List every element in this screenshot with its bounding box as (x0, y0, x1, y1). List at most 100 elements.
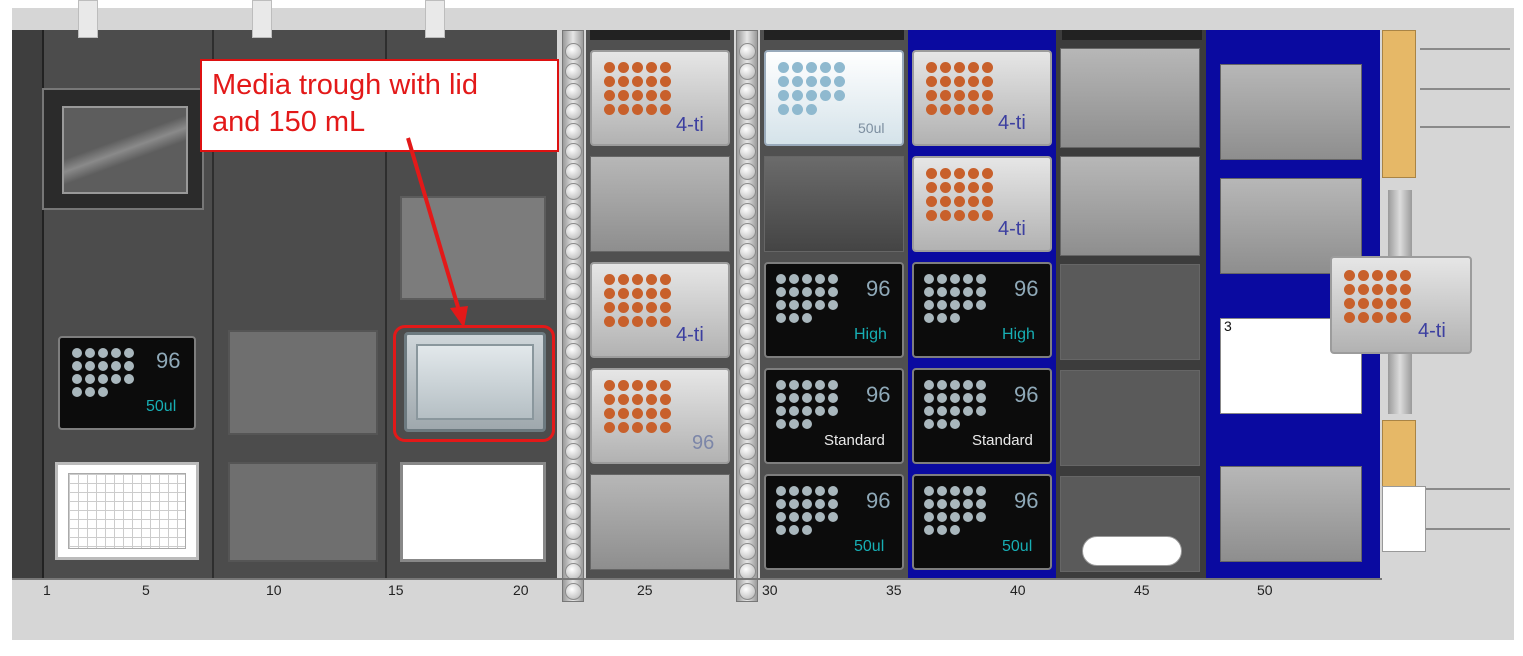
empty-position[interactable] (1220, 64, 1362, 160)
empty-position[interactable] (400, 196, 546, 300)
tube-position (739, 403, 756, 420)
tip-rack-96-standard[interactable]: 96 Standard (764, 368, 904, 464)
tip-rack-96-50ul[interactable]: 96 50ul (58, 336, 196, 430)
tube-position (739, 183, 756, 200)
well-dot (924, 393, 934, 403)
well-dot (789, 406, 799, 416)
well-dot (924, 300, 934, 310)
tube-position (739, 543, 756, 560)
well-dot (926, 90, 937, 101)
tube-position (739, 583, 756, 600)
well-dot (632, 394, 643, 405)
white-plate[interactable] (400, 462, 546, 562)
well-dot (937, 393, 947, 403)
well-grid (776, 486, 838, 535)
well-dot (834, 62, 845, 73)
empty-position[interactable] (1220, 466, 1362, 562)
well-dot (950, 486, 960, 496)
well-dot (792, 104, 803, 115)
plate-label: 4-ti (998, 218, 1026, 240)
well-dot (982, 90, 993, 101)
tube-position (739, 443, 756, 460)
well-dot (806, 76, 817, 87)
well-grid (778, 62, 845, 115)
ruler-label: 45 (1134, 582, 1150, 598)
tube-position (565, 483, 582, 500)
trough-4ti[interactable]: 4-ti (590, 50, 730, 146)
well-dot (1358, 284, 1369, 295)
empty-position[interactable] (590, 156, 730, 252)
well-dot (802, 486, 812, 496)
annotation-arrow (406, 137, 468, 328)
well-dot (604, 288, 615, 299)
ruler-label: 30 (762, 582, 778, 598)
tube-position (565, 363, 582, 380)
tip-rack-96-50ul[interactable]: 96 50ul (764, 474, 904, 570)
well-dot (1344, 284, 1355, 295)
gripped-plate-4ti[interactable]: 4-ti (1330, 256, 1472, 354)
tube-position (565, 523, 582, 540)
tip-rack-96-high[interactable]: 96 High (912, 262, 1052, 358)
well-dot (604, 76, 615, 87)
well-dot (963, 499, 973, 509)
ruler-label: 5 (142, 582, 150, 598)
tip-rack-96-50ul[interactable]: 96 50ul (912, 474, 1052, 570)
well-dot (963, 393, 973, 403)
well-dot (604, 380, 615, 391)
tube-position (565, 403, 582, 420)
tile-number: 96 (1014, 382, 1039, 407)
well-dot (924, 287, 934, 297)
trough-96[interactable]: 96 (590, 368, 730, 464)
well-dot (789, 499, 799, 509)
well-dot (937, 512, 947, 522)
well-dot (940, 182, 951, 193)
well-dot (618, 380, 629, 391)
empty-position[interactable] (228, 462, 378, 562)
well-dot (646, 90, 657, 101)
tip-rack-96-standard[interactable]: 96 Standard (912, 368, 1052, 464)
well-dot (1358, 312, 1369, 323)
well-dot (1386, 284, 1397, 295)
well-grid (1344, 270, 1411, 323)
well-dot (660, 62, 671, 73)
annotation-line-2: and 150 mL (212, 106, 366, 138)
well-dot (1344, 312, 1355, 323)
well-dot (963, 406, 973, 416)
plate-4ti[interactable]: 4-ti (912, 156, 1052, 252)
ruler-label: 10 (266, 582, 282, 598)
tube-position (565, 383, 582, 400)
well-dot (815, 406, 825, 416)
tip-rack-50ul[interactable]: 50ul (764, 50, 904, 146)
well-dot (968, 104, 979, 115)
ruler-label: 40 (1010, 582, 1026, 598)
well-dot (1400, 312, 1411, 323)
plate-4ti[interactable]: 4-ti (912, 50, 1052, 146)
well-dot (604, 62, 615, 73)
well-dot (806, 104, 817, 115)
tube-position (739, 163, 756, 180)
well-dot (954, 90, 965, 101)
well-dot (924, 274, 934, 284)
empty-position[interactable] (1060, 48, 1200, 148)
well-dot (660, 422, 671, 433)
tile-type: High (1002, 326, 1035, 343)
empty-position[interactable] (590, 474, 730, 570)
well-dot (776, 313, 786, 323)
well-dot (815, 300, 825, 310)
well-dot (1372, 298, 1383, 309)
tube-position (565, 263, 582, 280)
trough-4ti[interactable]: 4-ti (590, 262, 730, 358)
empty-position[interactable] (228, 330, 378, 435)
empty-position[interactable] (1060, 370, 1200, 466)
tube-position (739, 223, 756, 240)
well-dot (618, 316, 629, 327)
well-dot (660, 302, 671, 313)
well-dot (976, 274, 986, 284)
tip-rack-96-high[interactable]: 96 High (764, 262, 904, 358)
tube-position (565, 343, 582, 360)
well-dot (85, 387, 95, 397)
empty-position[interactable] (1060, 156, 1200, 256)
well-dot (828, 380, 838, 390)
empty-position[interactable] (1060, 264, 1200, 360)
empty-position[interactable] (764, 156, 904, 252)
